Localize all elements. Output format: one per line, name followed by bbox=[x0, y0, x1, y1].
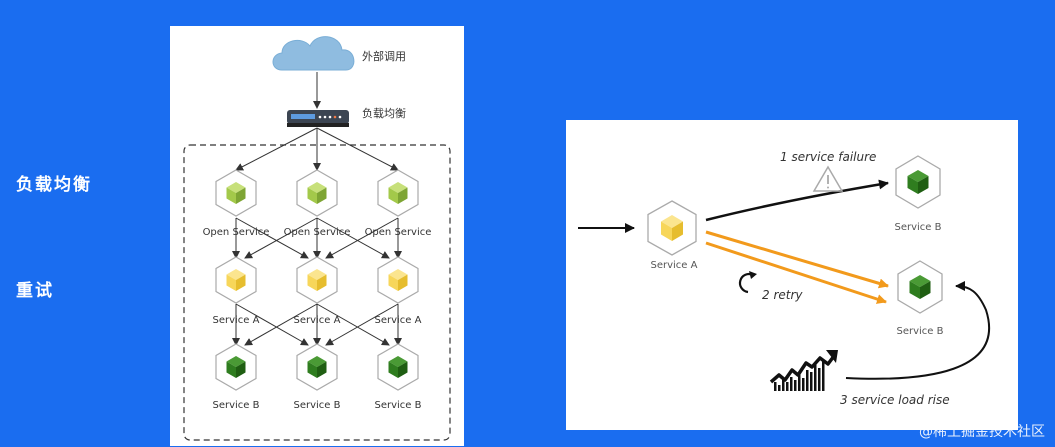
load-balancing-heading: 负载均衡 bbox=[16, 175, 92, 195]
service-cluster-boundary bbox=[183, 144, 451, 441]
service-a-label: Service A bbox=[375, 315, 422, 326]
service-a-label: Service A bbox=[651, 260, 698, 271]
service-b-node bbox=[897, 260, 943, 314]
load-balancer-icon bbox=[287, 110, 349, 127]
service-a-label: Service A bbox=[213, 315, 260, 326]
retry-icon bbox=[738, 271, 757, 294]
service-b-label: Service B bbox=[213, 400, 260, 411]
external-call-label: 外部调用 bbox=[362, 49, 406, 63]
load-rise-icon bbox=[769, 350, 838, 391]
service-b-node bbox=[296, 343, 338, 391]
service-b-label: Service B bbox=[897, 326, 944, 337]
service-a-node bbox=[296, 256, 338, 304]
service-a-label: Service A bbox=[294, 315, 341, 326]
service-failure-label: 1 service failure bbox=[780, 150, 876, 164]
service-b-label: Service B bbox=[895, 222, 942, 233]
warning-icon bbox=[812, 165, 844, 192]
watermark: @稀土掘金技术社区 bbox=[919, 424, 1045, 440]
open-service-node bbox=[377, 169, 419, 217]
load-balancing-diagram: 外部调用 负载均衡 bbox=[170, 26, 464, 446]
service-b-label: Service B bbox=[375, 400, 422, 411]
retry-heading: 重试 bbox=[16, 281, 54, 301]
service-a-node bbox=[647, 200, 697, 256]
open-service-label: Open Service bbox=[365, 227, 432, 238]
service-b-node bbox=[215, 343, 257, 391]
open-service-node bbox=[296, 169, 338, 217]
service-load-rise-label: 3 service load rise bbox=[840, 393, 950, 407]
service-b-node bbox=[377, 343, 419, 391]
retry-diagram: Service A 1 service failure Service B 2 … bbox=[566, 120, 1018, 430]
retry-label: 2 retry bbox=[762, 288, 803, 302]
open-service-label: Open Service bbox=[284, 227, 351, 238]
cloud-icon bbox=[272, 36, 355, 71]
load-balancer-label: 负载均衡 bbox=[362, 106, 406, 120]
service-b-node bbox=[895, 155, 941, 209]
service-a-node bbox=[215, 256, 257, 304]
open-service-label: Open Service bbox=[203, 227, 270, 238]
service-a-node bbox=[377, 256, 419, 304]
open-service-node bbox=[215, 169, 257, 217]
service-b-label: Service B bbox=[294, 400, 341, 411]
